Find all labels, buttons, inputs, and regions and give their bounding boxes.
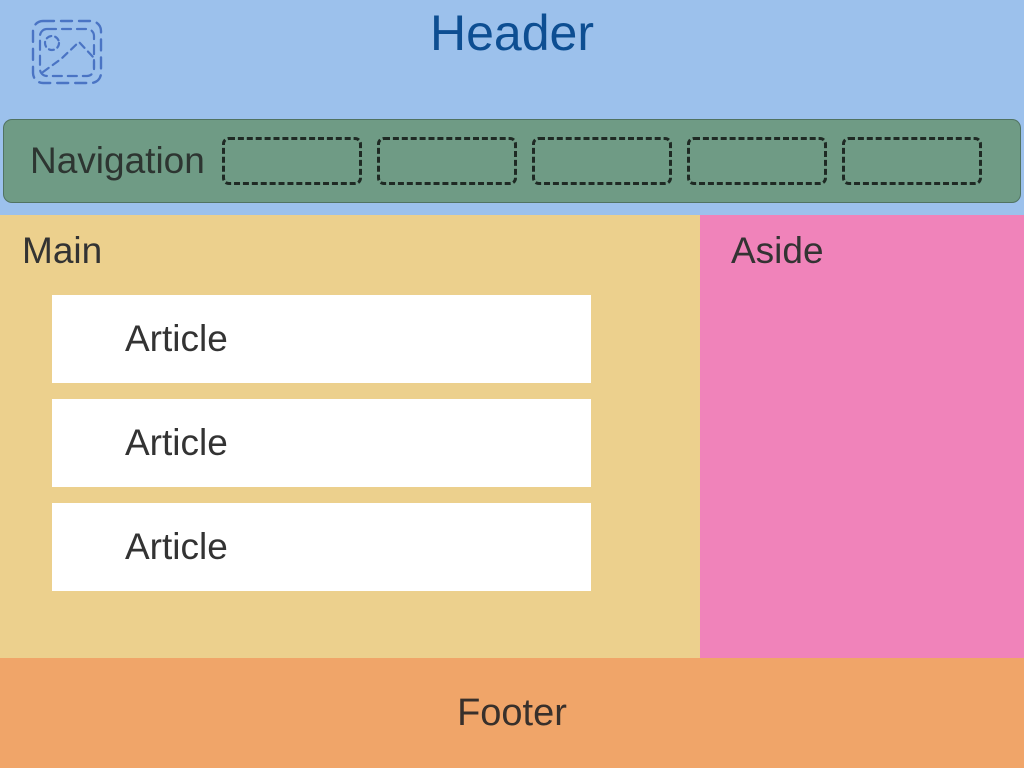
navigation-bar: Navigation — [3, 119, 1021, 203]
aside-section: Aside — [700, 215, 1024, 658]
article-card: Article — [52, 399, 591, 487]
aside-label: Aside — [731, 230, 824, 271]
main-label: Main — [22, 230, 103, 271]
spacer — [0, 203, 1024, 215]
nav-link-placeholder-4[interactable] — [686, 137, 827, 185]
article-title: Article — [125, 318, 228, 359]
header-section: Header — [0, 0, 1024, 119]
nav-link-placeholder-3[interactable] — [531, 137, 672, 185]
image-placeholder-icon — [31, 19, 103, 85]
navigation-label: Navigation — [30, 140, 205, 181]
page-title: Header — [430, 5, 594, 61]
footer-label: Footer — [457, 691, 567, 734]
articles-list: Article Article Article — [52, 295, 591, 591]
nav-link-placeholder-5[interactable] — [841, 137, 982, 185]
article-card: Article — [52, 503, 591, 591]
footer-section: Footer — [0, 658, 1024, 768]
article-title: Article — [125, 526, 228, 567]
article-title: Article — [125, 422, 228, 463]
main-section: Main Article Article Article — [0, 215, 700, 658]
article-card: Article — [52, 295, 591, 383]
nav-link-placeholder-1[interactable] — [221, 137, 362, 185]
nav-link-placeholder-2[interactable] — [376, 137, 517, 185]
content-row: Main Article Article Article Aside — [0, 215, 1024, 658]
